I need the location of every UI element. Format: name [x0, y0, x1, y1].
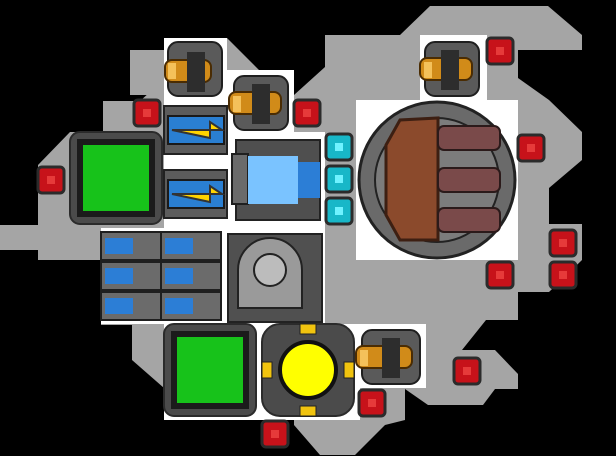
- cyan-markers: [324, 132, 354, 226]
- weapon-bottom: [355, 329, 421, 385]
- system-green-lower: [163, 323, 257, 417]
- missile-launcher-upper: [163, 105, 228, 155]
- missile-launcher-lower: [163, 169, 228, 219]
- reactor-core: [261, 323, 355, 417]
- artillery-weapon: [357, 100, 517, 260]
- engine-cluster: [231, 139, 321, 221]
- weapon-top-left: [164, 41, 223, 97]
- red-markers: [36, 36, 578, 449]
- weapon-top-right: [419, 41, 480, 97]
- weapon-top-mid: [228, 75, 289, 131]
- blue-pods: [100, 231, 222, 321]
- system-green-upper: [69, 131, 163, 225]
- dome-system: [227, 233, 323, 323]
